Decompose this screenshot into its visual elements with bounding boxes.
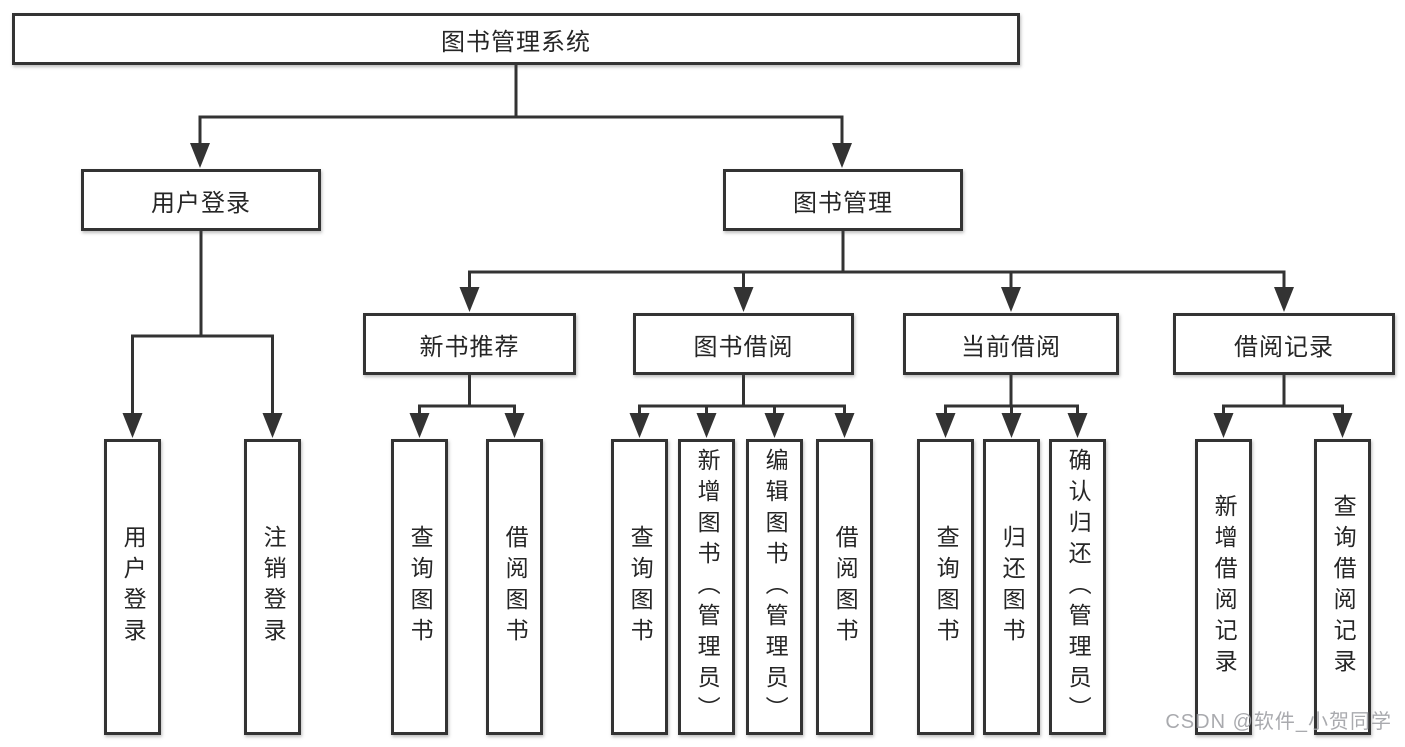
leaf-user-login: 用户登录 bbox=[104, 439, 161, 735]
leaf-add-books-admin-label: 新增图书（管理员） bbox=[694, 447, 721, 727]
node-borrowing-records: 借阅记录 bbox=[1173, 313, 1395, 375]
node-library-system-label: 图书管理系统 bbox=[441, 28, 591, 56]
leaf-confirm-return-admin: 确认归还（管理员） bbox=[1049, 439, 1106, 735]
node-book-management: 图书管理 bbox=[723, 169, 963, 231]
leaf-query-borrow-record-label: 查询借阅记录 bbox=[1330, 494, 1357, 680]
csdn-watermark: CSDN @软件_小贺同学 bbox=[1165, 711, 1392, 733]
node-book-borrowing-label: 图书借阅 bbox=[693, 333, 794, 361]
leaf-return-books-label: 归还图书 bbox=[999, 525, 1026, 649]
leaf-user-login-label: 用户登录 bbox=[120, 525, 147, 649]
node-book-management-label: 图书管理 bbox=[793, 189, 893, 217]
node-user-login-label: 用户登录 bbox=[151, 189, 251, 217]
leaf-add-books-admin: 新增图书（管理员） bbox=[678, 439, 735, 735]
node-current-borrowing-label: 当前借阅 bbox=[961, 333, 1061, 361]
node-borrowing-records-label: 借阅记录 bbox=[1234, 333, 1334, 361]
leaf-borrow-books-borrowing-label: 借阅图书 bbox=[832, 525, 859, 649]
node-new-book-recommend: 新书推荐 bbox=[363, 313, 576, 375]
leaf-borrow-books-recommend-label: 借阅图书 bbox=[502, 525, 529, 649]
node-current-borrowing: 当前借阅 bbox=[903, 313, 1119, 375]
leaf-query-borrow-record: 查询借阅记录 bbox=[1314, 439, 1371, 735]
leaf-query-books-recommend: 查询图书 bbox=[391, 439, 448, 735]
leaf-logout: 注销登录 bbox=[244, 439, 301, 735]
leaf-query-books-borrowing-label: 查询图书 bbox=[627, 525, 654, 649]
leaf-query-books-current-label: 查询图书 bbox=[933, 525, 960, 649]
leaf-logout-label: 注销登录 bbox=[260, 525, 287, 649]
node-user-login: 用户登录 bbox=[81, 169, 321, 231]
leaf-borrow-books-recommend: 借阅图书 bbox=[486, 439, 543, 735]
leaf-edit-books-admin-label: 编辑图书（管理员） bbox=[762, 447, 789, 727]
node-book-borrowing: 图书借阅 bbox=[633, 313, 854, 375]
leaf-edit-books-admin: 编辑图书（管理员） bbox=[746, 439, 803, 735]
leaf-return-books: 归还图书 bbox=[983, 439, 1040, 735]
leaf-add-borrow-record-label: 新增借阅记录 bbox=[1211, 494, 1238, 680]
node-library-system: 图书管理系统 bbox=[12, 13, 1020, 65]
leaf-query-books-current: 查询图书 bbox=[917, 439, 974, 735]
leaf-confirm-return-admin-label: 确认归还（管理员） bbox=[1065, 447, 1092, 727]
leaf-add-borrow-record: 新增借阅记录 bbox=[1195, 439, 1252, 735]
leaf-query-books-recommend-label: 查询图书 bbox=[407, 525, 434, 649]
node-new-book-recommend-label: 新书推荐 bbox=[419, 333, 520, 361]
leaf-borrow-books-borrowing: 借阅图书 bbox=[816, 439, 873, 735]
leaf-query-books-borrowing: 查询图书 bbox=[611, 439, 668, 735]
